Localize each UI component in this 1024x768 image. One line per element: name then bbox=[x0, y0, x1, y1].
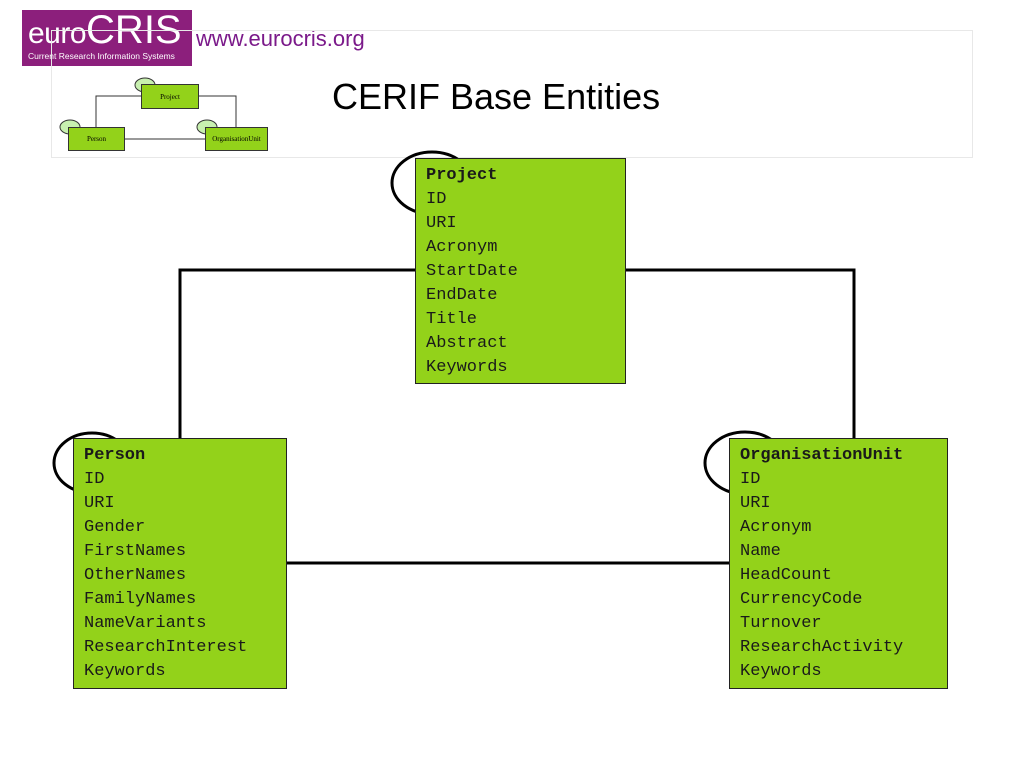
attribute-item: Acronym bbox=[740, 518, 812, 537]
attribute-item: StartDate bbox=[426, 262, 518, 281]
attribute-item: FamilyNames bbox=[84, 590, 197, 609]
person-entity-name: Person bbox=[84, 446, 146, 465]
thumbnail-connectors bbox=[95, 95, 237, 140]
thumb-person-box: Person bbox=[68, 127, 125, 151]
attribute-item: URI bbox=[740, 494, 771, 513]
logo-word-prefix: euro bbox=[28, 17, 87, 50]
attribute-item: Name bbox=[740, 542, 781, 561]
project-entity-name: Project bbox=[426, 166, 498, 185]
attribute-item: URI bbox=[426, 214, 457, 233]
attribute-item: ID bbox=[84, 470, 105, 489]
attribute-item: Keywords bbox=[740, 662, 822, 681]
attribute-item: ID bbox=[426, 190, 447, 209]
attribute-item: Abstract bbox=[426, 334, 508, 353]
attribute-item: EndDate bbox=[426, 286, 498, 305]
attribute-item: Keywords bbox=[426, 358, 508, 377]
attribute-item: CurrencyCode bbox=[740, 590, 863, 609]
page-title: CERIF Base Entities bbox=[332, 76, 661, 117]
attribute-item: HeadCount bbox=[740, 566, 832, 585]
attribute-item: FirstNames bbox=[84, 542, 187, 561]
attribute-item: Acronym bbox=[426, 238, 498, 257]
attribute-item: ResearchInterest bbox=[84, 638, 248, 657]
attribute-item: URI bbox=[84, 494, 115, 513]
logo-tagline: Current Research Information Systems bbox=[28, 51, 175, 61]
attribute-item: ResearchActivity bbox=[740, 638, 904, 657]
thumb-line-project-person bbox=[95, 95, 141, 130]
thumb-line-project-org bbox=[198, 95, 237, 130]
line-project-person bbox=[178, 268, 415, 440]
header-frame bbox=[51, 30, 973, 158]
attribute-item: Title bbox=[426, 310, 478, 329]
thumb-project-box: Project bbox=[141, 84, 199, 109]
attribute-item: NameVariants bbox=[84, 614, 207, 633]
attribute-item: ID bbox=[740, 470, 761, 489]
attribute-item: OtherNames bbox=[84, 566, 187, 585]
attribute-item: Keywords bbox=[84, 662, 166, 681]
relationship-lines bbox=[178, 268, 856, 565]
line-project-organisation bbox=[625, 268, 856, 440]
organisation-entity-name: OrganisationUnit bbox=[740, 446, 904, 465]
attribute-item: Gender bbox=[84, 518, 146, 537]
attribute-item: Turnover bbox=[740, 614, 822, 633]
thumb-org-box: OrganisationUnit bbox=[205, 127, 268, 151]
